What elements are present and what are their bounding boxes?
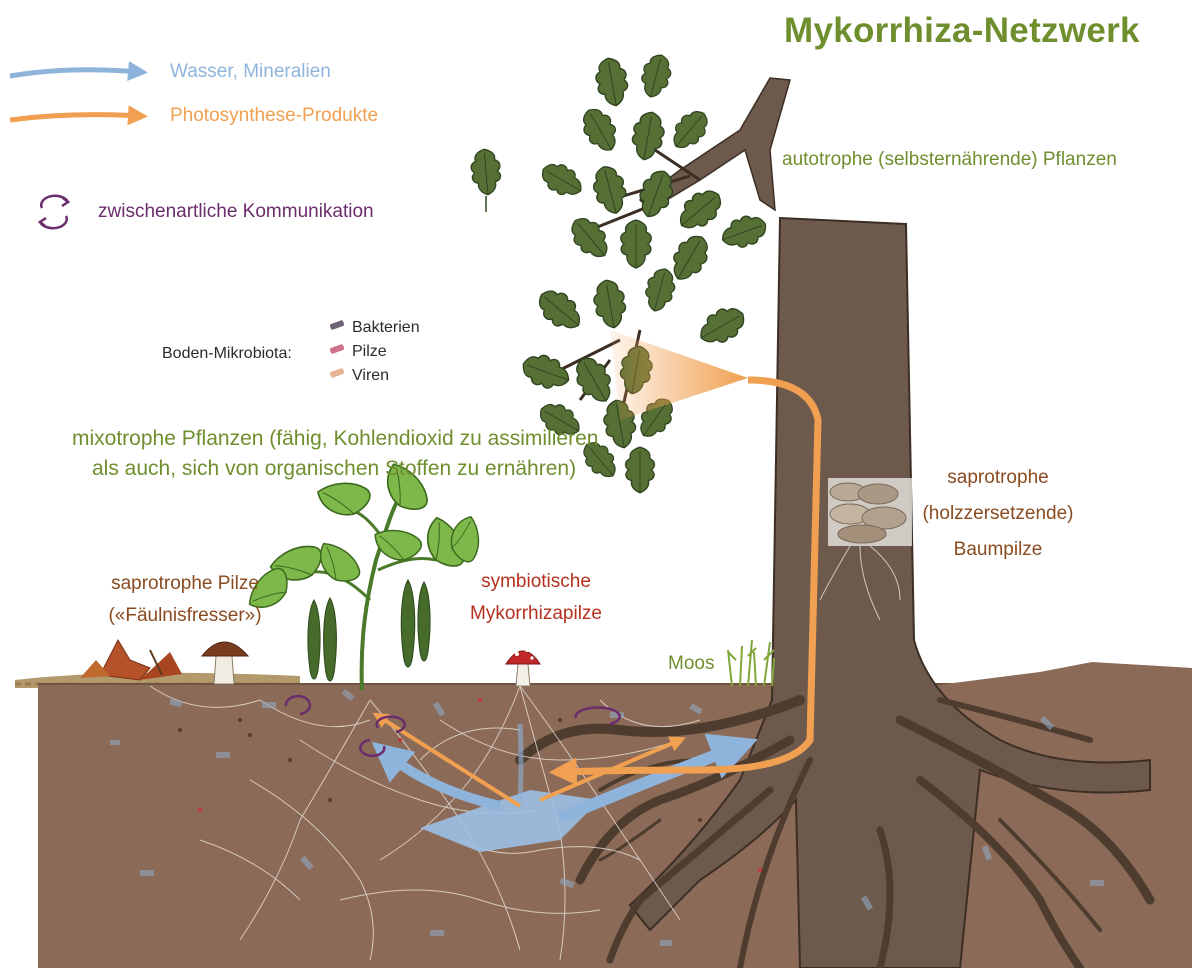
microbiota-item-bacteria: Bakterien [352, 318, 420, 338]
microbiota-symbols [329, 320, 344, 378]
mycorrhiza-mushroom [506, 648, 540, 686]
label-saprotrophe-baum-line1: saprotrophe [918, 466, 1078, 489]
legend-photosynthesis-label: Photosynthese-Produkte [170, 104, 378, 127]
label-symbiotische-line1: symbiotische [456, 570, 616, 593]
photosynthesis-cone [610, 330, 748, 420]
label-saprotrophe-baum-line2: (holzzersetzende) [918, 502, 1078, 525]
legend-communication-label: zwischenartliche Kommunikation [98, 200, 374, 223]
legend-water-label: Wasser, Mineralien [170, 60, 331, 83]
legend-water-arrow [10, 70, 140, 76]
legend-communication-icon [40, 196, 68, 228]
label-symbiotische-line2: Mykorrhizapilze [456, 602, 616, 625]
leaf-litter [80, 640, 182, 680]
label-moos: Moos [668, 652, 714, 675]
moss [728, 640, 774, 686]
label-saprotrophe-pilze-line1: saprotrophe Pilze [90, 572, 280, 595]
microbiota-item-fungi: Pilze [352, 342, 387, 362]
microbiota-item-viruses: Viren [352, 366, 389, 386]
mixotrophe-plant [248, 463, 486, 690]
label-saprotrophe-baum-line3: Baumpilze [918, 538, 1078, 561]
label-autotrophe: autotrophe (selbsternährende) Pflanzen [782, 148, 1117, 171]
tree-fungus [828, 478, 912, 546]
label-saprotrophe-pilze-line2: («Fäulnisfresser») [90, 604, 280, 627]
label-mixotrophe-line2: als auch, sich von organischen Stoffen z… [92, 456, 576, 482]
microbiota-label: Boden-Mikrobiota: [162, 344, 292, 364]
legend-photosynthesis-arrow [10, 115, 140, 120]
page-title: Mykorrhiza-Netzwerk [784, 10, 1140, 53]
label-mixotrophe-line1: mixotrophe Pflanzen (fähig, Kohlendioxid… [72, 426, 598, 452]
